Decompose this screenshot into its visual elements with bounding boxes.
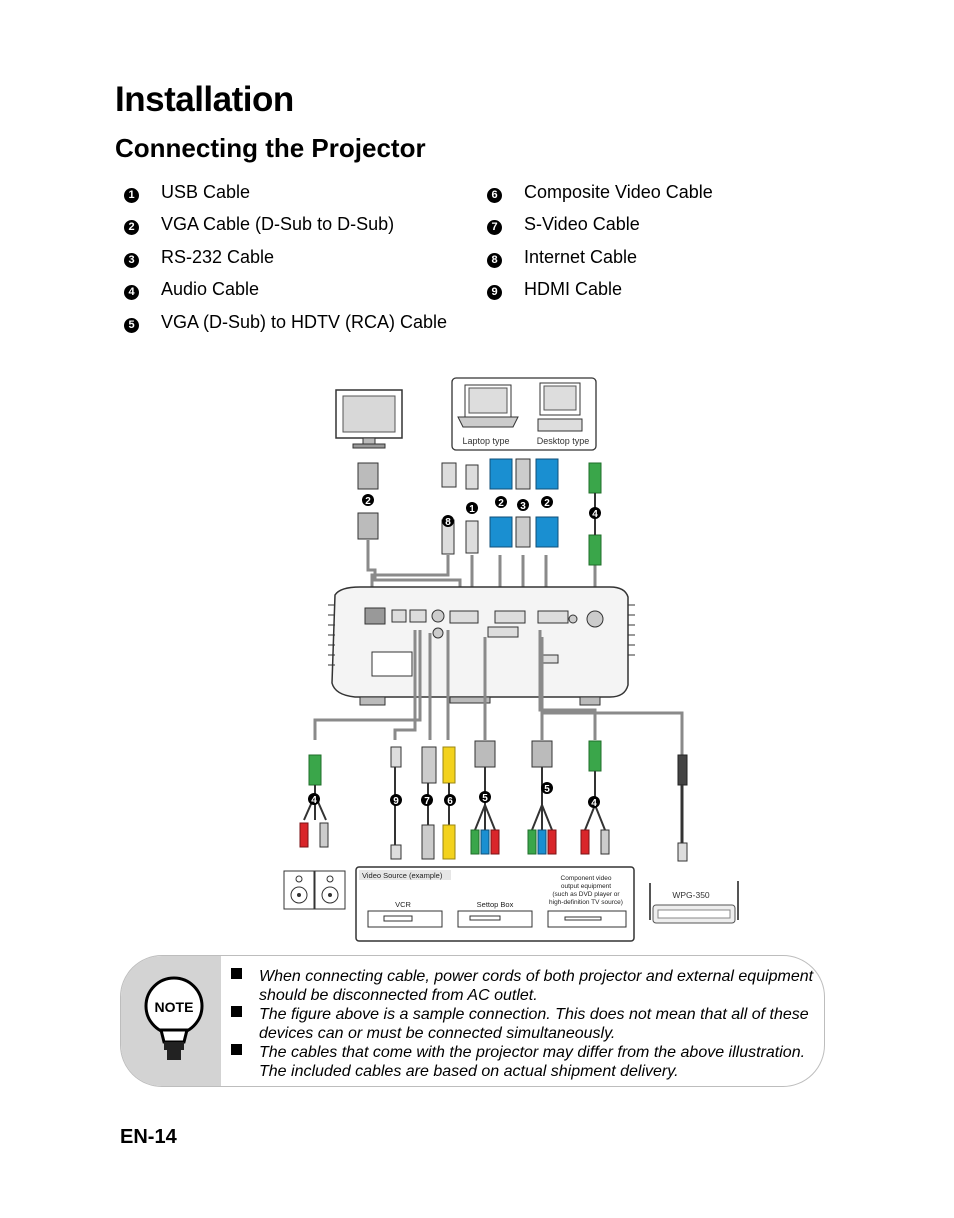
cable-list-item: 7 S-Video Cable [487, 212, 640, 236]
cable-label: HDMI Cable [524, 278, 623, 299]
cable-number-badge: 9 [487, 284, 502, 300]
marker-label: 6 [447, 796, 453, 807]
cable-list-item: 8 Internet Cable [487, 245, 637, 269]
vcr-label: VCR [395, 900, 411, 909]
subsection-title: Connecting the Projector [115, 133, 426, 163]
cable-number-badge: 7 [487, 219, 502, 235]
computer-group: Laptop type Desktop type [451, 377, 597, 451]
marker-label: 2 [544, 498, 550, 509]
cable-list-item: 2 VGA Cable (D-Sub to D-Sub) [124, 212, 394, 236]
marker-label: 8 [445, 517, 451, 528]
cable-number-badge: 4 [124, 284, 139, 300]
note-text: When connecting cable, power cords of bo… [259, 968, 814, 985]
cable-number-badge: 1 [124, 187, 139, 203]
marker-label: 4 [591, 798, 597, 809]
note-divider [221, 956, 223, 1086]
component-label-4: high-definition TV source) [549, 899, 623, 906]
note-text: should be disconnected from AC outlet. [259, 987, 538, 1004]
cable-list-item: 1 USB Cable [124, 180, 250, 204]
note-box: NOTE When connecting cable, power cords … [120, 955, 825, 1087]
desktop-label: Desktop type [537, 436, 590, 446]
cable-label: Audio Cable [161, 278, 260, 299]
cable-number-badge: 3 [124, 252, 139, 268]
note-bullet [231, 968, 242, 979]
note-bullet [231, 1006, 242, 1017]
cable-list-item: 6 Composite Video Cable [487, 180, 713, 204]
marker-label: 2 [498, 498, 504, 509]
settop-box-icon [457, 910, 533, 928]
cable-label: RS-232 Cable [161, 246, 275, 267]
note-text: The figure above is a sample connection.… [259, 1006, 809, 1023]
laptop-label: Laptop type [462, 436, 509, 446]
note-text: devices can or must be connected simulta… [259, 1025, 616, 1042]
settop-label: Settop Box [477, 900, 514, 909]
bottom-connectors [299, 740, 688, 862]
cable-label: S-Video Cable [524, 213, 640, 234]
top-markers: 2 8 1 2 3 2 4 [362, 494, 601, 528]
marker-label: 7 [424, 796, 430, 807]
cable-number-badge: 8 [487, 252, 502, 268]
marker-label: 5 [482, 793, 488, 804]
cable-list-item: 4 Audio Cable [124, 277, 259, 301]
laptop-icon [457, 384, 519, 428]
desktop-icon [537, 382, 583, 432]
video-source-group: Video Source (example) VCR Settop Box Co… [355, 866, 635, 942]
cable-label: USB Cable [161, 181, 251, 202]
cable-list-item: 3 RS-232 Cable [124, 245, 274, 269]
note-text: The cables that come with the projector … [259, 1044, 806, 1061]
bottom-markers: 4 9 7 6 5 5 4 [308, 782, 600, 809]
note-icon-text: NOTE [155, 999, 194, 1015]
marker-label: 1 [469, 504, 475, 515]
cable-number-badge: 2 [124, 219, 139, 235]
cable-list-item: 9 HDMI Cable [487, 277, 622, 301]
cable-label: VGA Cable (D-Sub to D-Sub) [161, 213, 395, 234]
cable-number-badge: 6 [487, 187, 502, 203]
top-connectors [357, 458, 602, 566]
video-source-label: Video Source (example) [362, 871, 443, 880]
cable-list-item: 5 VGA (D-Sub) to HDTV (RCA) Cable [124, 310, 447, 334]
projector-icon [328, 586, 635, 706]
component-label-2: output equipment [561, 883, 611, 890]
marker-label: 4 [592, 509, 598, 520]
component-label-3: (such as DVD player or [552, 891, 620, 898]
cable-label: Composite Video Cable [524, 181, 713, 202]
note-sidebar: NOTE [121, 956, 221, 1086]
bottom-cables [313, 630, 684, 755]
wpg-label: WPG-350 [672, 890, 710, 900]
cable-number-badge: 5 [124, 317, 139, 333]
cable-label: VGA (D-Sub) to HDTV (RCA) Cable [161, 311, 448, 332]
cable-label: Internet Cable [524, 246, 638, 267]
page-number: EN-14 [120, 1126, 177, 1148]
dvd-player-icon [547, 910, 627, 928]
marker-label: 9 [393, 796, 399, 807]
wpg-350-icon: WPG-350 [649, 881, 739, 924]
component-label-1: Component video [561, 875, 612, 882]
connection-diagram: Laptop type Desktop type [283, 377, 739, 942]
monitor-icon [335, 389, 403, 449]
marker-label: 5 [544, 784, 550, 795]
marker-label: 4 [311, 795, 317, 806]
note-icon: NOTE [144, 976, 204, 1060]
marker-label: 2 [365, 496, 371, 507]
marker-label: 3 [520, 501, 526, 512]
note-bullet [231, 1044, 242, 1055]
speakers-icon [283, 870, 346, 910]
note-text: The included cables are based on actual … [259, 1063, 679, 1080]
section-title: Installation [115, 80, 294, 119]
vcr-icon [367, 910, 443, 928]
